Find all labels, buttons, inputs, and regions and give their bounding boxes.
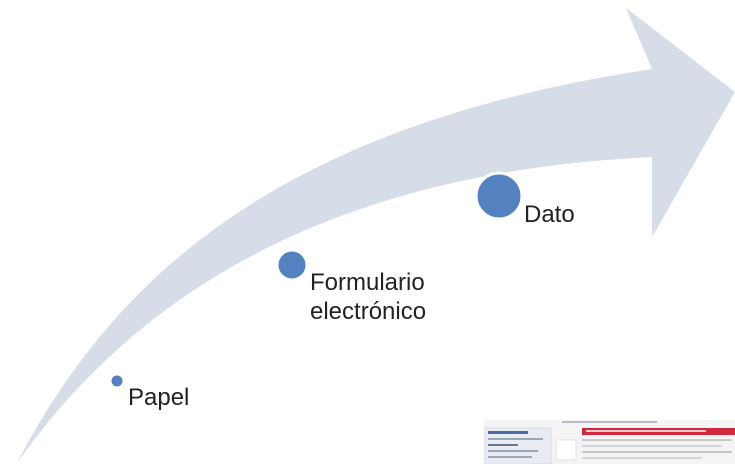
stage-label-formulario: Formulario electrónico [310, 269, 427, 325]
document-thumbnail [484, 420, 735, 464]
document-screenshot-icon [484, 420, 735, 464]
curved-arrow [17, 8, 735, 463]
stage-dot-papel [109, 373, 125, 389]
stage-label-dato: Dato [524, 201, 575, 228]
stage-label-papel: Papel [128, 384, 190, 411]
stage-dot-formulario [275, 248, 309, 282]
stage-dot-dato [474, 171, 524, 221]
